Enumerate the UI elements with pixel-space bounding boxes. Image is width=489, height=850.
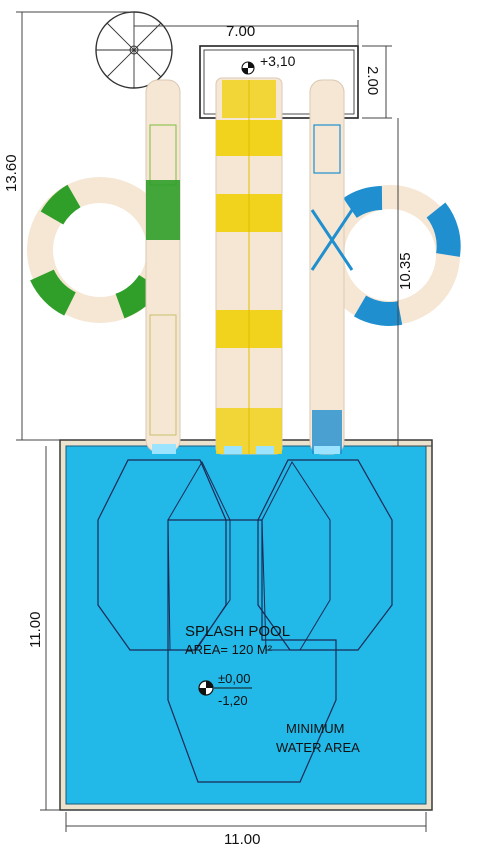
level-marker-pool [198, 680, 252, 696]
pool: SPLASH POOL AREA= 120 M² ±0,00 -1,20 MIN… [59, 439, 433, 811]
dim-pool-side: 11.00 [27, 612, 44, 648]
dim-top-width: 7.00 [226, 23, 255, 40]
dim-top-elevation: +3,10 [260, 53, 296, 69]
min-water-area-line2: WATER AREA [276, 740, 360, 755]
dimension-lines [16, 11, 432, 832]
splash-zone-left [97, 459, 227, 651]
slide-green [27, 79, 181, 454]
pool-water [65, 445, 427, 805]
pool-title: SPLASH POOL [185, 623, 290, 640]
splash-zone-right [257, 459, 393, 651]
level-bottom: -1,20 [218, 693, 248, 708]
dim-slide-height: 10.35 [397, 252, 414, 290]
min-water-area-line1: MINIMUM [286, 721, 345, 736]
pool-area: AREA= 120 M² [185, 642, 273, 657]
level-top: ±0,00 [218, 671, 250, 686]
dim-platform-depth: 2.00 [364, 66, 381, 95]
level-marker-top [241, 61, 255, 75]
dim-total-height: 13.60 [3, 154, 20, 192]
minimum-water-area [167, 519, 337, 783]
slide-yellow [215, 77, 283, 455]
slide-blue [309, 79, 461, 455]
dim-pool-bottom: 11.00 [224, 831, 260, 848]
